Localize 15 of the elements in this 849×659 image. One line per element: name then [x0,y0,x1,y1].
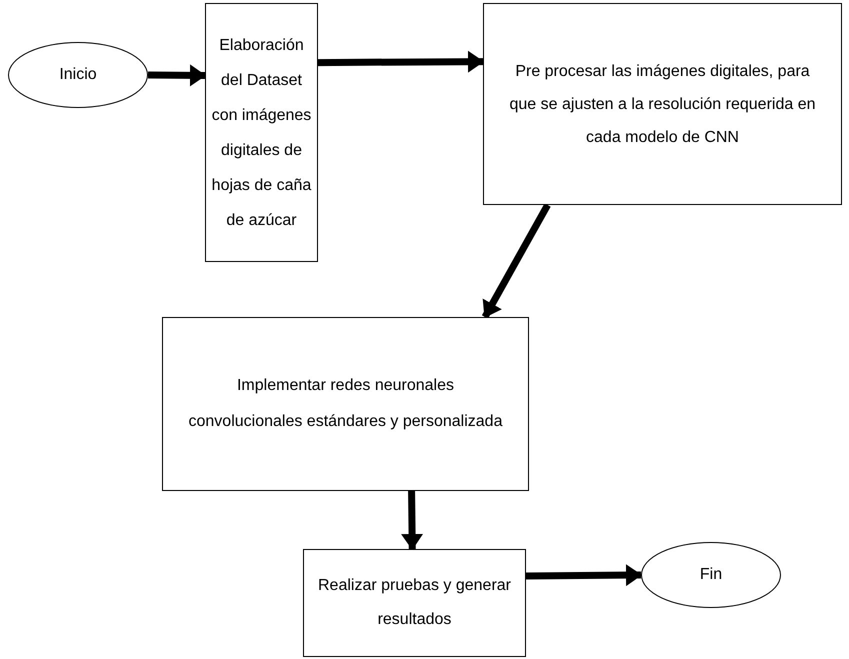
arrow [482,203,551,319]
step-text: Fin [700,565,722,585]
step-text: Inicio [59,65,97,85]
process-box [483,3,842,205]
step-text: Implementar redes neuronales convolucionales estándares y personalizada [188,376,504,432]
arrow [526,564,642,586]
step-text: Elaboración del Dataset con imágenes digitales de hojas de caña de azúcar [210,36,312,230]
arrow [318,50,484,73]
arrow [401,490,424,550]
process-box [162,317,529,491]
process-box [205,3,318,262]
step-text: Pre procesar las imágenes digitales, para que se ajusten a la resolución requerida en cada modelo de CNN [508,62,816,148]
step-text: Realizar pruebas y generar resultados [317,576,512,630]
process-box [303,549,526,657]
arrow [148,64,206,86]
